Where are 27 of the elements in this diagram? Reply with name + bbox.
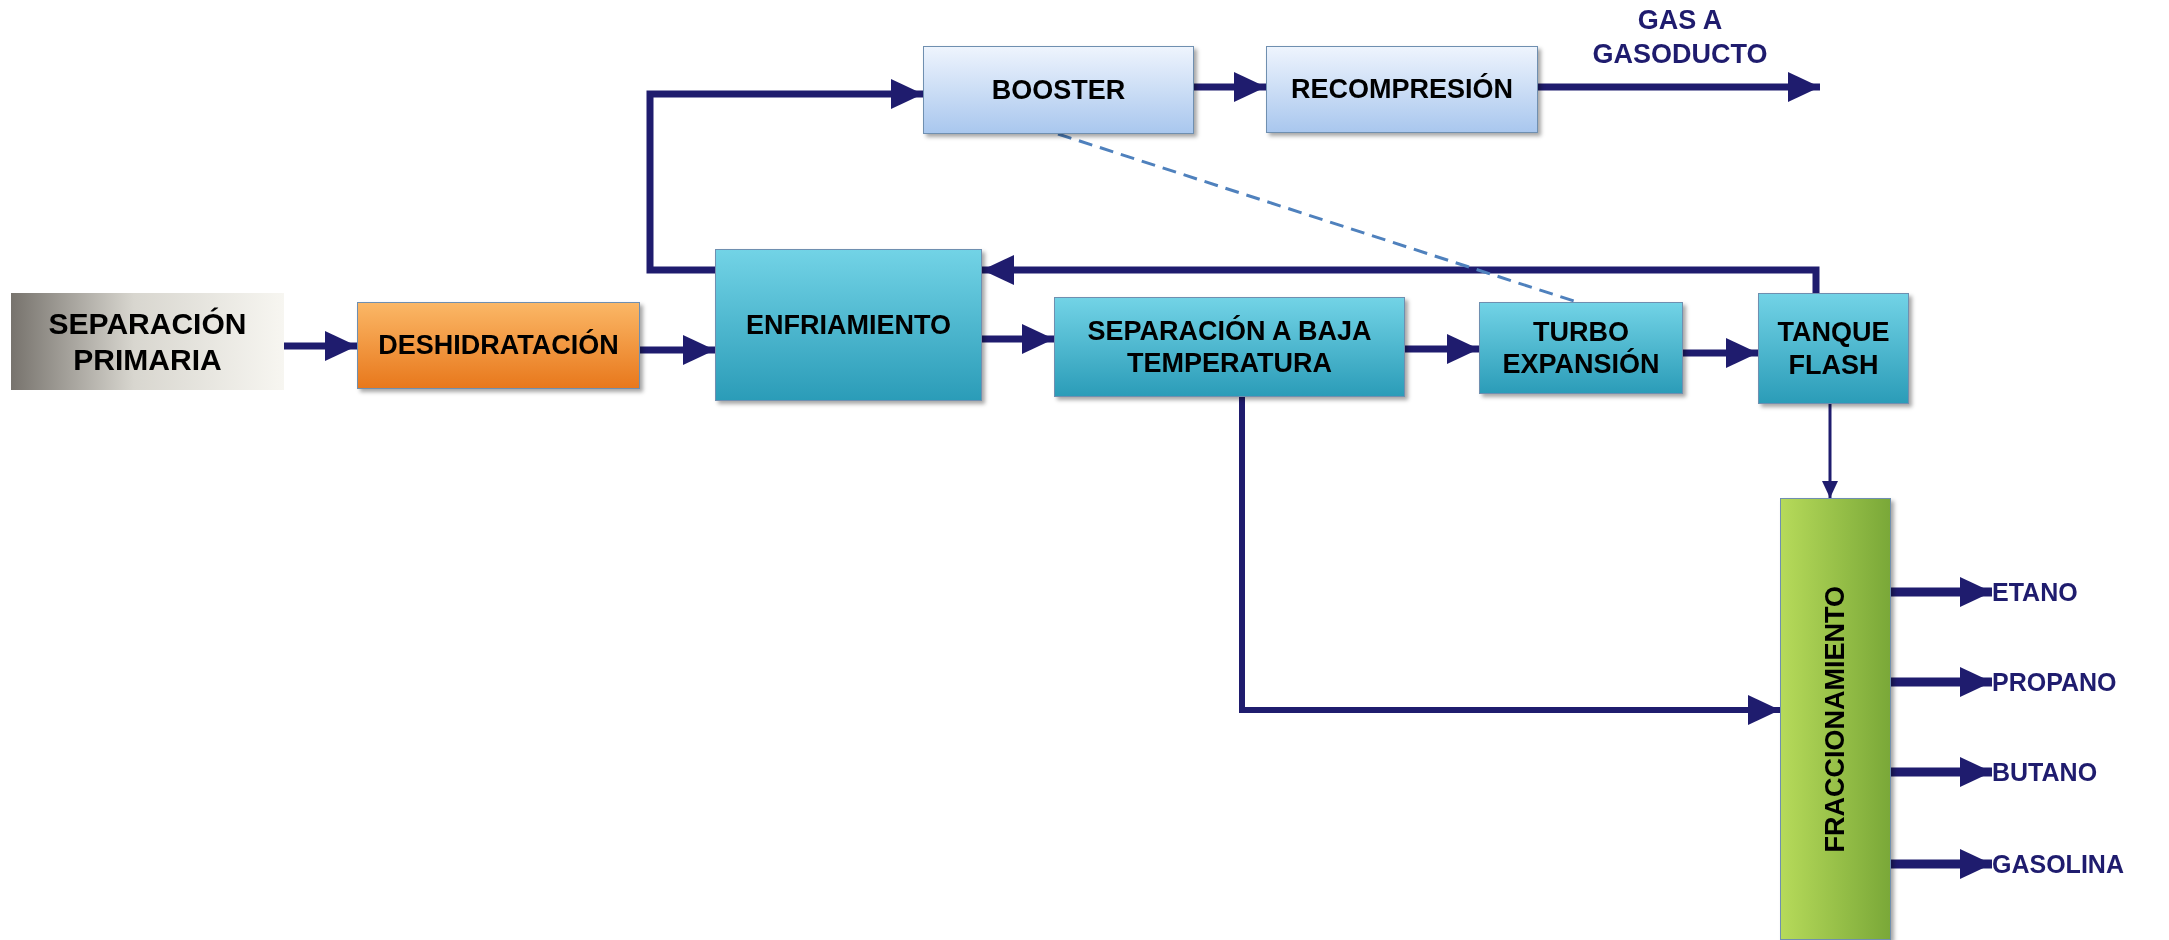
arrow bbox=[646, 79, 923, 274]
arrow bbox=[1405, 334, 1479, 364]
arrow bbox=[1891, 849, 1992, 879]
arrow bbox=[982, 324, 1054, 354]
process-box: TANQUE FLASH bbox=[1758, 293, 1909, 404]
process-box: SEPARACIÓN A BAJA TEMPERATURA bbox=[1054, 297, 1405, 397]
process-box: TURBO EXPANSIÓN bbox=[1479, 302, 1683, 394]
arrow bbox=[1891, 667, 1992, 697]
process-box: ENFRIAMIENTO bbox=[715, 249, 982, 401]
arrow bbox=[1239, 397, 1780, 725]
arrow bbox=[1891, 577, 1992, 607]
process-box: DESHIDRATACIÓN bbox=[357, 302, 640, 389]
output-label: ETANO bbox=[1992, 572, 2132, 612]
arrow bbox=[982, 255, 1820, 293]
output-label: BUTANO bbox=[1992, 752, 2132, 792]
arrow bbox=[1891, 757, 1992, 787]
process-box: RECOMPRESIÓN bbox=[1266, 46, 1538, 133]
process-box: BOOSTER bbox=[923, 46, 1194, 134]
arrow bbox=[640, 335, 715, 365]
output-label: PROPANO bbox=[1992, 662, 2152, 702]
column-box: FRACCIONAMIENTO bbox=[1780, 498, 1891, 940]
arrow bbox=[284, 331, 357, 361]
arrow bbox=[1683, 338, 1758, 368]
arrow bbox=[1822, 404, 1838, 498]
output-label: GASOLINA bbox=[1992, 844, 2162, 884]
arrow bbox=[1194, 72, 1266, 102]
process-box: SEPARACIÓN PRIMARIA bbox=[11, 293, 284, 390]
